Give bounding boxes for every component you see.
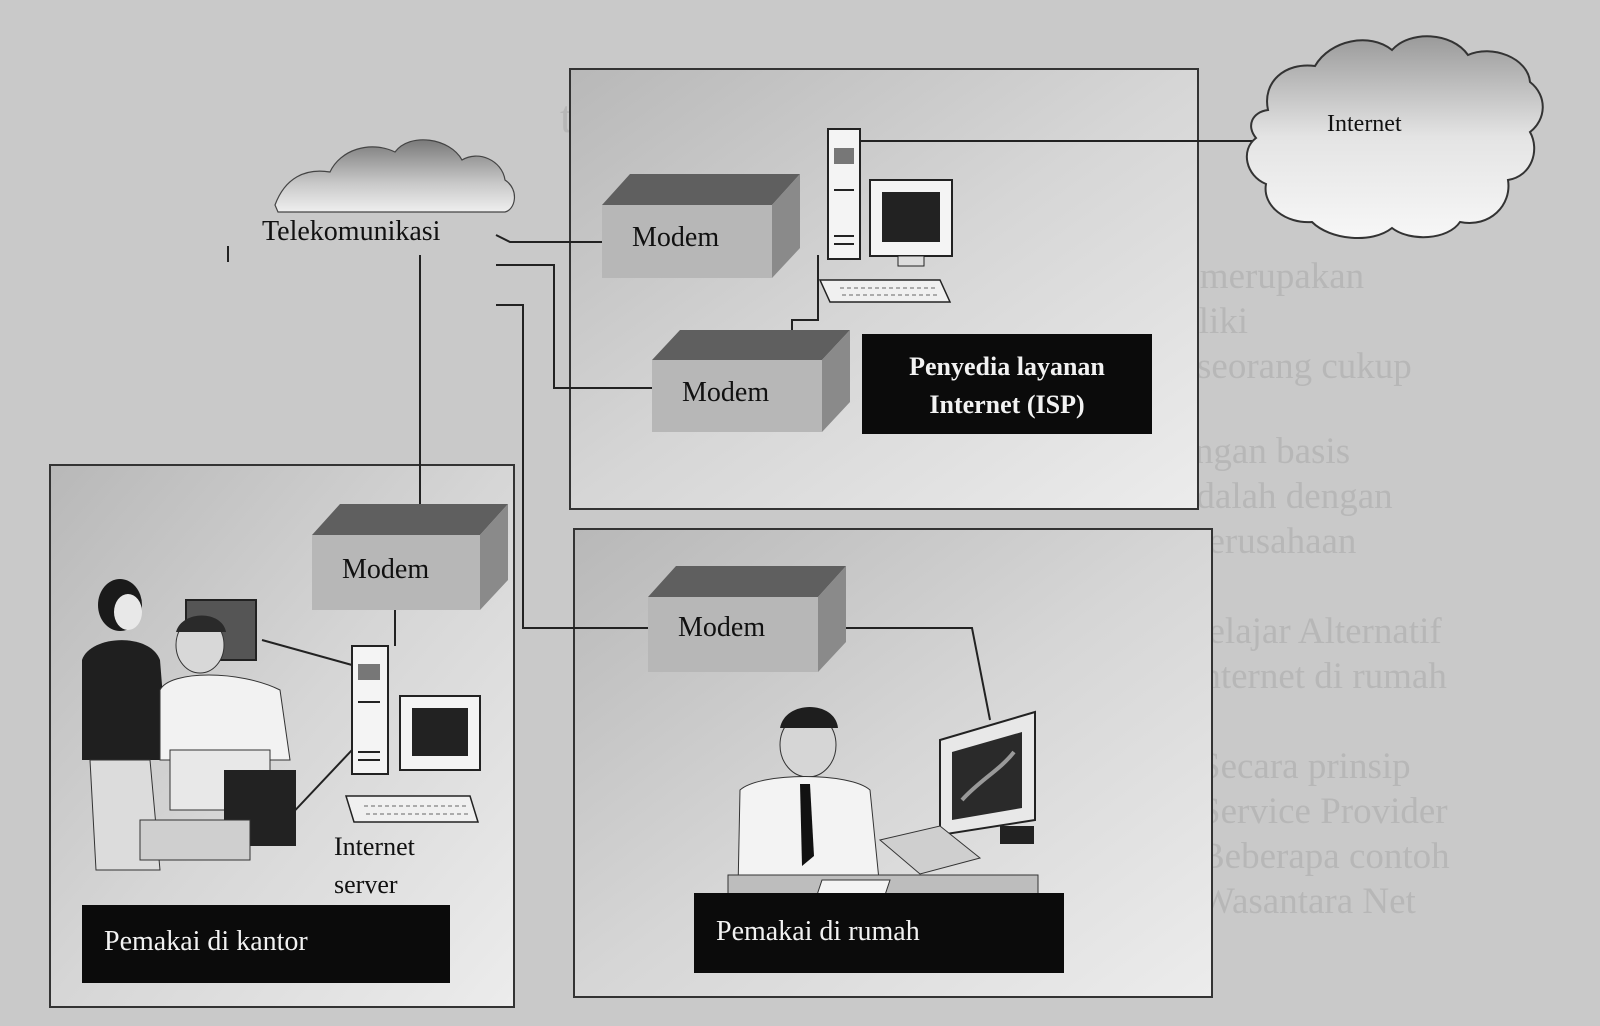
- line-home-modem-pc: [818, 627, 991, 721]
- line-telco-isp-modem: [495, 234, 602, 243]
- telekomunikasi-cloud: Telekomunikasi: [227, 139, 515, 262]
- modem-isp-top: Modem: [602, 174, 800, 278]
- modem-label: Modem: [342, 554, 429, 585]
- telekomunikasi-label: Telekomunikasi: [262, 216, 441, 247]
- caption-home: Pemakai di rumah: [694, 893, 1064, 973]
- line-modem2-server: [791, 255, 819, 338]
- caption-office-label: Pemakai di kantor: [104, 926, 308, 957]
- modem-office: Modem: [312, 504, 508, 610]
- line-office-pc-server: [261, 639, 353, 666]
- caption-isp-line1: Penyedia layanan: [909, 352, 1105, 381]
- modem-label: Modem: [682, 377, 769, 408]
- modem-isp-bottom: Modem: [652, 330, 850, 432]
- modem-label: Modem: [678, 612, 765, 643]
- isp-server-computer: [818, 128, 953, 303]
- connection-lines: [261, 140, 1270, 821]
- line-office-server-desk: [285, 749, 353, 821]
- office-server-computer: Internet server: [334, 645, 481, 899]
- caption-home-label: Pemakai di rumah: [716, 916, 920, 947]
- line-telco-home-modem: [496, 304, 648, 629]
- home-user-illustration: [727, 707, 1039, 905]
- internet-label: Internet: [1327, 111, 1402, 137]
- internet-cloud: Internet: [1246, 35, 1544, 239]
- internet-server-label-line2: server: [334, 870, 398, 899]
- line-telco-isp-modem2: [496, 264, 652, 389]
- internet-server-label-line1: Internet: [334, 832, 416, 861]
- office-workers-illustration: [82, 579, 296, 871]
- caption-isp: Penyedia layanan Internet (ISP): [862, 334, 1152, 434]
- caption-isp-line2: Internet (ISP): [929, 390, 1084, 419]
- modem-label: Modem: [632, 222, 719, 253]
- caption-office: Pemakai di kantor: [82, 905, 450, 983]
- modem-home: Modem: [648, 566, 846, 672]
